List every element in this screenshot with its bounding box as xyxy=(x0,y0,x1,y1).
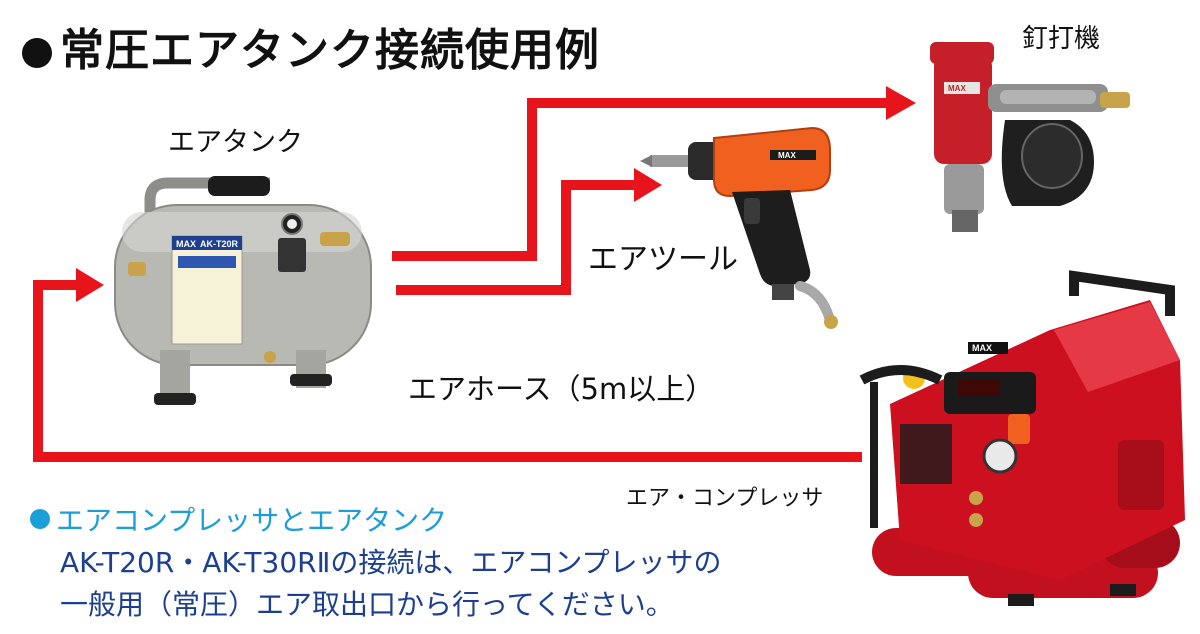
arrowhead-tank xyxy=(76,268,104,302)
air-tank-image: MAX AK-T20R xyxy=(114,176,372,405)
arrowhead-nailer xyxy=(886,86,916,120)
note-bullet-dot xyxy=(30,509,50,529)
nailer-label: 釘打機 xyxy=(1022,24,1101,54)
page-title: 常圧エアタンク接続使用例 xyxy=(22,14,600,78)
compressor-image: MAX xyxy=(859,270,1185,606)
hose-routes xyxy=(33,98,892,462)
bullet-dot xyxy=(22,38,52,68)
arrow-to-nailer xyxy=(392,98,892,261)
note-line-3: 一般用（常圧）エア取出口から行ってください。 xyxy=(60,588,674,621)
arrow-to-air-tool xyxy=(396,180,640,295)
air-tool-image: MAX xyxy=(640,126,838,329)
compressor-brand-mark: MAX xyxy=(972,343,992,353)
connection-note: エアコンプレッサとエアタンク AK-T20R・AK-T30RⅡの接続は、エアコン… xyxy=(30,500,890,626)
air-hose-label: エアホース（5m以上） xyxy=(408,372,715,406)
arrowheads xyxy=(76,86,916,302)
nailer-brand-mark: MAX xyxy=(948,84,966,93)
note-line-1: エアコンプレッサとエアタンク xyxy=(30,500,890,542)
title-text: 常圧エアタンク接続使用例 xyxy=(60,25,600,76)
tank-model-mark: AK-T20R xyxy=(200,239,239,249)
arrow-from-compressor-to-tank xyxy=(33,280,862,462)
tank-brand-mark: MAX xyxy=(176,239,196,249)
note-line-1-text: エアコンプレッサとエアタンク xyxy=(56,504,448,537)
nailer-image: MAX xyxy=(930,42,1130,232)
tool-brand-mark: MAX xyxy=(778,151,796,160)
air-tank-label: エアタンク xyxy=(168,127,303,158)
arrowhead-air-tool xyxy=(634,168,662,202)
compressor-label: エア・コンプレッサ xyxy=(626,486,824,511)
note-line-2: AK-T20R・AK-T30RⅡの接続は、エアコンプレッサの xyxy=(60,546,722,579)
air-tool-label: エアツール xyxy=(588,242,738,277)
